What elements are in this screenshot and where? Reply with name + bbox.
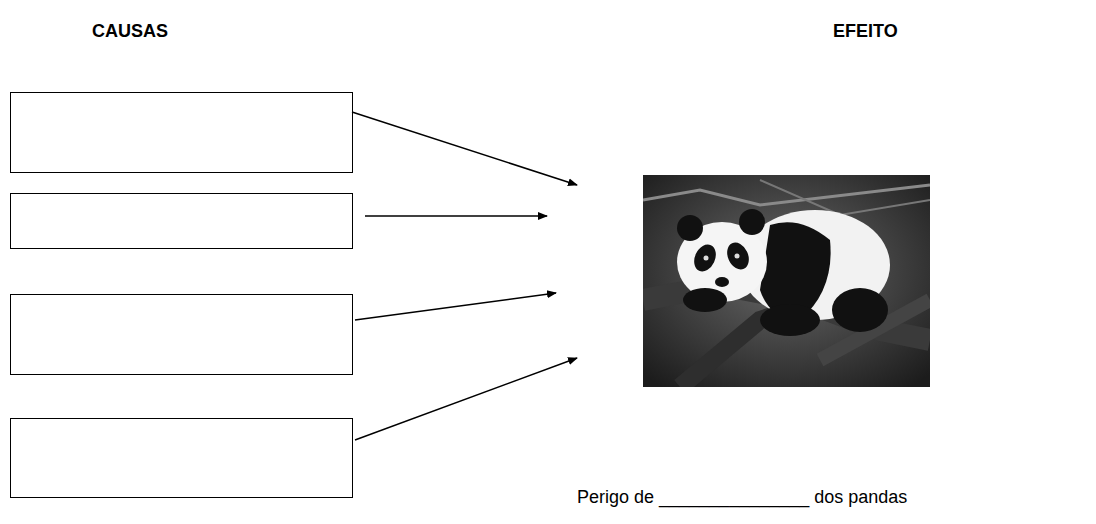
arrow [355,293,556,320]
column-heading: EFEITO [833,21,898,43]
answer-box [11,93,353,173]
panda-photo [643,175,930,387]
answer-box [11,295,353,375]
column-heading: CAUSAS [92,21,168,43]
answer-box [11,194,353,249]
arrow [355,358,577,440]
answer-box [11,419,353,498]
fill-in-sentence: Perigo de _______________ dos pandas [577,487,907,509]
arrow [352,112,577,185]
arrow [365,215,547,217]
